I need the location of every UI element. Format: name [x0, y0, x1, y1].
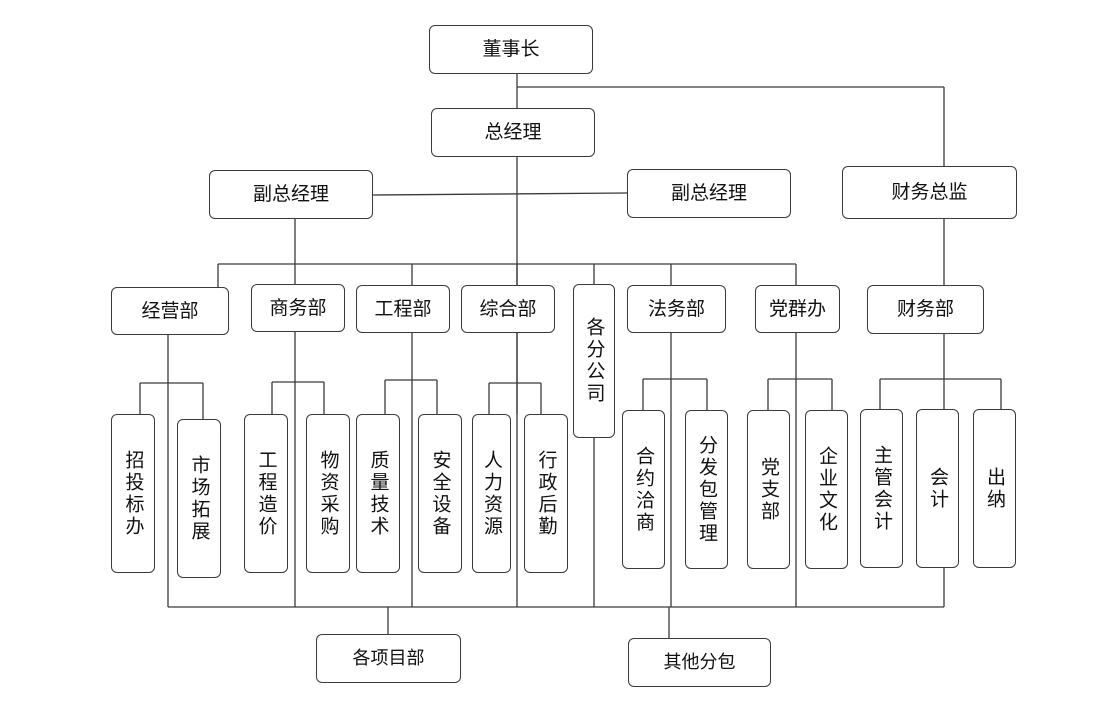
node-vice-gm-right: 副总经理 [627, 169, 791, 218]
node-unit-market: 市场拓展 [177, 419, 221, 578]
node-dept-party-label: 党群办 [768, 297, 826, 320]
node-project-depts: 各项目部 [316, 634, 461, 683]
node-dept-branches-label: 各分公司 [583, 317, 606, 405]
node-dept-engineering: 工程部 [356, 285, 450, 333]
node-unit-tender-label: 招投标办 [122, 449, 145, 538]
node-unit-hr-label: 人力资源 [481, 449, 503, 538]
node-unit-party-branch-label: 党支部 [758, 456, 780, 523]
node-dept-finance: 财务部 [867, 285, 984, 334]
node-unit-party-branch: 党支部 [747, 410, 790, 569]
node-unit-cashier-label: 出纳 [984, 466, 1006, 511]
node-unit-cost: 工程造价 [244, 414, 288, 573]
node-dept-legal: 法务部 [627, 285, 726, 333]
connector-line [372, 192, 628, 196]
node-unit-accountant: 会计 [916, 409, 959, 568]
node-unit-safety-label: 安全设备 [429, 449, 452, 538]
node-unit-market-label: 市场拓展 [188, 454, 211, 543]
node-dept-party: 党群办 [755, 285, 840, 333]
node-unit-chief-accountant: 主管会计 [860, 409, 903, 568]
node-dept-general: 综合部 [461, 285, 555, 333]
node-unit-cost-label: 工程造价 [255, 449, 278, 538]
node-dept-legal-label: 法务部 [647, 297, 705, 320]
node-unit-quality-label: 质量技术 [367, 449, 390, 538]
node-unit-safety: 安全设备 [418, 414, 462, 573]
node-chairman-label: 董事长 [482, 38, 540, 60]
node-dept-commerce-label: 商务部 [269, 296, 327, 319]
node-unit-chief-accountant-label: 主管会计 [871, 444, 893, 533]
node-other-subcontract: 其他分包 [628, 638, 771, 687]
node-dept-operations-label: 经营部 [141, 299, 199, 322]
node-cfo-label: 财务总监 [891, 181, 968, 203]
node-unit-tender: 招投标办 [111, 414, 155, 573]
node-unit-logistics: 行政后勤 [524, 414, 568, 573]
node-dept-general-label: 综合部 [479, 297, 537, 320]
node-unit-accountant-label: 会计 [927, 466, 949, 511]
node-unit-subcontract-label: 分发包管理 [696, 434, 718, 545]
node-vice-gm-left-label: 副总经理 [252, 183, 329, 205]
node-general-manager-label: 总经理 [484, 121, 542, 143]
node-general-manager: 总经理 [431, 108, 595, 157]
node-project-depts-label: 各项目部 [352, 647, 425, 669]
node-unit-quality: 质量技术 [356, 414, 400, 573]
node-vice-gm-right-label: 副总经理 [670, 182, 747, 204]
node-dept-engineering-label: 工程部 [374, 297, 432, 320]
node-unit-procurement: 物资采购 [306, 414, 350, 573]
node-unit-hr: 人力资源 [472, 414, 511, 573]
node-vice-gm-left: 副总经理 [209, 170, 373, 219]
node-dept-branches: 各分公司 [573, 284, 615, 438]
node-unit-contract-label: 合约洽商 [633, 445, 655, 534]
node-dept-commerce: 商务部 [251, 284, 345, 332]
node-cfo: 财务总监 [842, 166, 1017, 219]
node-chairman: 董事长 [429, 25, 593, 74]
node-dept-finance-label: 财务部 [896, 298, 954, 320]
node-unit-cashier: 出纳 [973, 409, 1016, 568]
node-unit-subcontract: 分发包管理 [685, 410, 728, 569]
node-dept-operations: 经营部 [111, 287, 229, 335]
node-unit-culture-label: 企业文化 [816, 445, 838, 534]
node-unit-logistics-label: 行政后勤 [535, 449, 558, 538]
node-unit-procurement-label: 物资采购 [317, 449, 340, 538]
node-unit-contract: 合约洽商 [622, 410, 665, 569]
node-unit-culture: 企业文化 [805, 410, 848, 569]
node-other-subcontract-label: 其他分包 [663, 651, 736, 673]
